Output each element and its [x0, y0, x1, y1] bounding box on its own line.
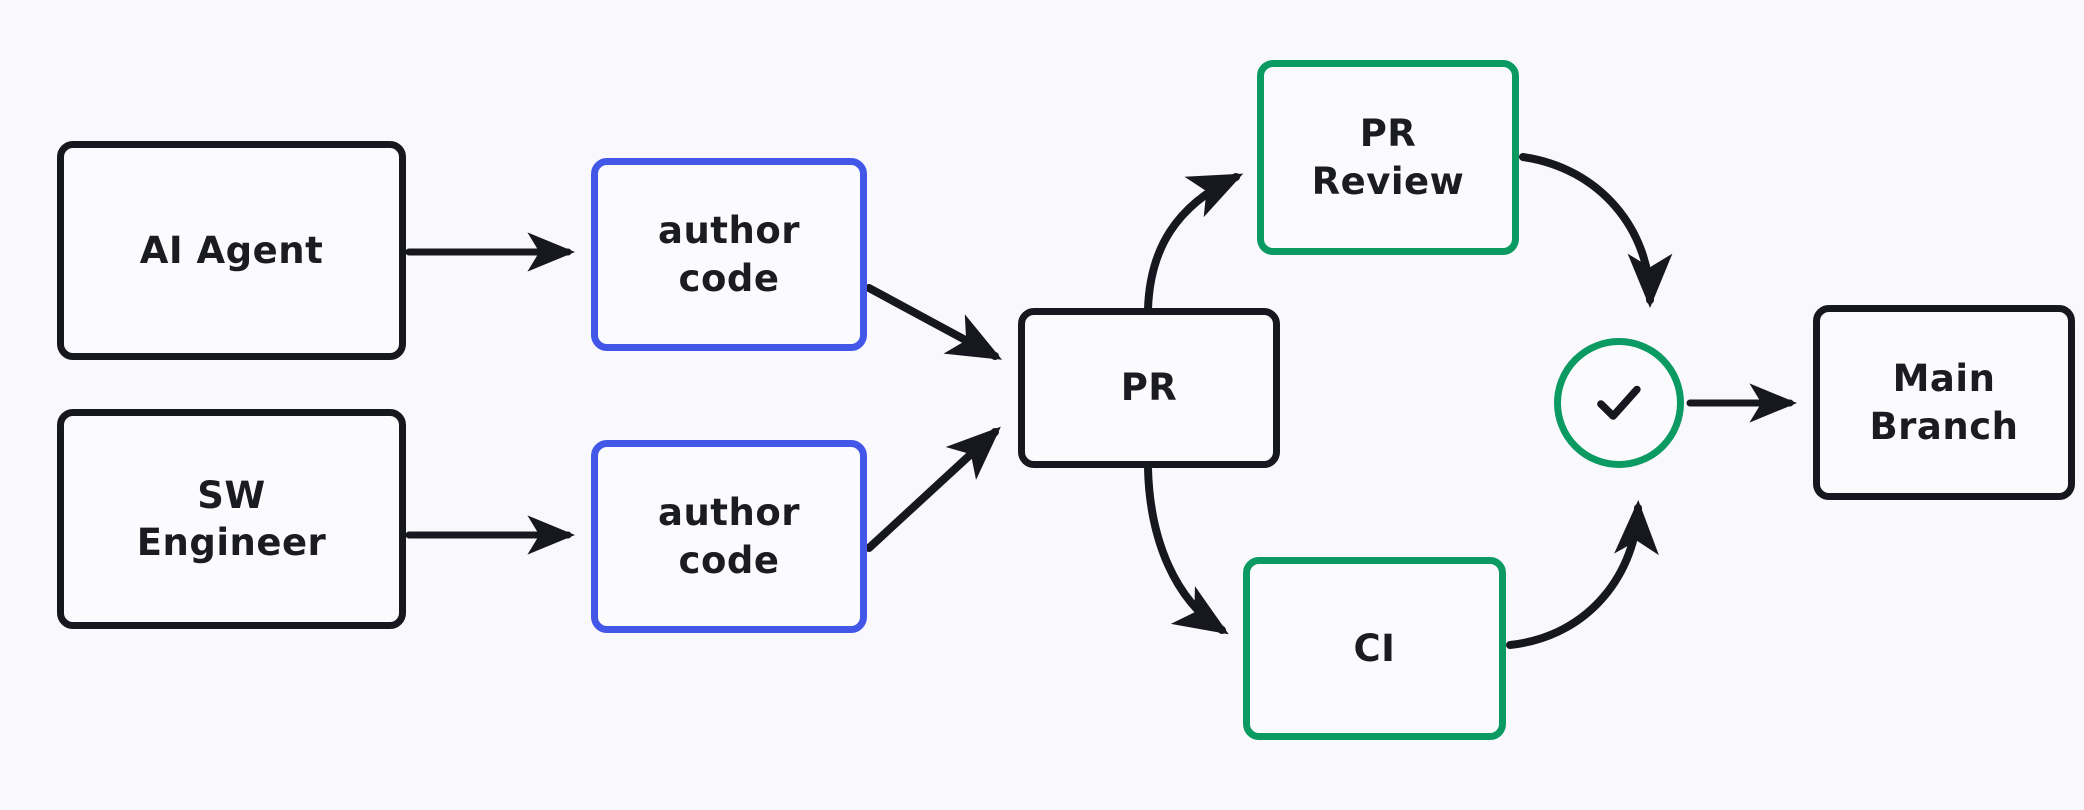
check-icon — [1597, 385, 1641, 420]
edge-pr-to-pr-review — [1144, 173, 1244, 313]
node-pr[interactable]: PR — [1018, 308, 1280, 468]
node-sw-engineer-label: SW Engineer — [136, 473, 327, 564]
node-check-circle[interactable] — [1554, 338, 1684, 468]
edge-author-code-top-to-pr — [865, 284, 1003, 360]
node-pr-review[interactable]: PR Review — [1257, 60, 1519, 255]
node-ci[interactable]: CI — [1243, 557, 1506, 740]
edge-pr-to-ci — [1144, 465, 1229, 635]
node-author-code-sw-engineer[interactable]: author code — [591, 440, 867, 633]
node-ai-agent-label: AI Agent — [139, 228, 324, 272]
node-ai-agent[interactable]: AI Agent — [57, 141, 406, 360]
edge-ci-to-check — [1506, 500, 1659, 649]
node-main-branch-label: Main Branch — [1869, 357, 2019, 448]
edge-pr-review-to-check — [1519, 153, 1673, 308]
node-pr-label: PR — [1120, 366, 1178, 410]
node-main-branch[interactable]: Main Branch — [1813, 305, 2075, 500]
node-author-code-ai-agent-label: author code — [657, 209, 800, 300]
node-sw-engineer[interactable]: SW Engineer — [57, 409, 406, 629]
node-author-code-ai-agent[interactable]: author code — [591, 158, 867, 351]
node-ci-label: CI — [1353, 626, 1396, 670]
node-author-code-sw-engineer-label: author code — [657, 491, 800, 582]
edge-author-code-bottom-to-pr — [865, 426, 1001, 552]
node-pr-review-label: PR Review — [1311, 112, 1465, 203]
